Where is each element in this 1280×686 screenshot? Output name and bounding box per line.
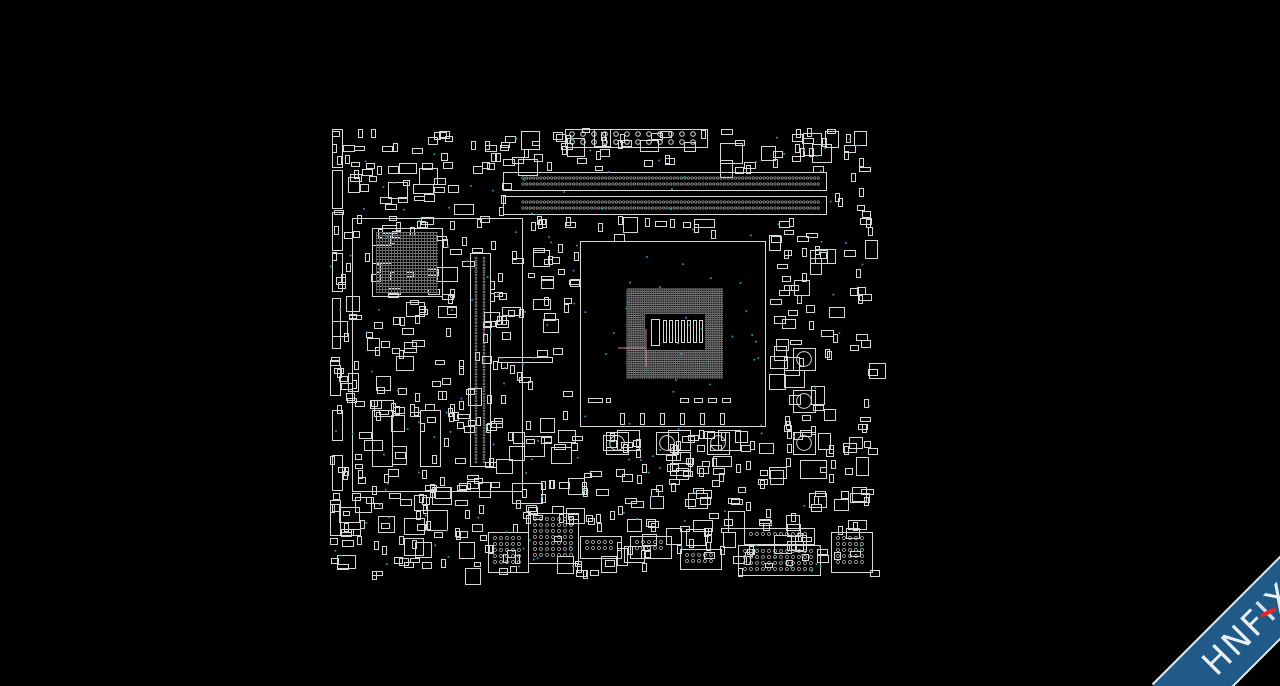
rear-io-port-3[interactable] — [580, 536, 622, 559]
component[interactable] — [378, 516, 395, 533]
watermark-text: HNFIX.VN — [1194, 528, 1280, 683]
pcie-slot[interactable] — [470, 253, 491, 467]
pin-header[interactable] — [330, 365, 341, 396]
dimm-slot-2[interactable] — [503, 196, 827, 215]
vrm-choke[interactable] — [793, 432, 816, 455]
vrm-choke[interactable] — [793, 348, 816, 371]
component[interactable] — [800, 460, 827, 479]
rear-io-port-6[interactable] — [738, 545, 821, 576]
pin-header[interactable] — [332, 410, 343, 441]
dimm-slot-1[interactable] — [503, 172, 827, 191]
rear-io-port-5[interactable] — [680, 549, 722, 570]
pin-header[interactable] — [332, 253, 343, 292]
pin-header[interactable] — [332, 455, 343, 491]
component[interactable] — [720, 143, 743, 164]
pin-header[interactable] — [332, 129, 343, 168]
watermark: HNFIX.VN — [1080, 480, 1280, 686]
component[interactable] — [540, 418, 555, 433]
cpu-socket[interactable] — [580, 241, 766, 427]
vrm-choke[interactable] — [793, 390, 816, 413]
chipset-pch[interactable] — [372, 228, 443, 297]
component[interactable] — [521, 131, 540, 150]
component[interactable] — [376, 376, 391, 391]
component[interactable] — [852, 487, 867, 502]
chipset-keepout[interactable] — [352, 218, 523, 492]
component[interactable] — [427, 510, 448, 531]
component[interactable] — [392, 446, 407, 465]
pin-header[interactable] — [332, 298, 341, 349]
rear-io-port-7[interactable] — [744, 528, 815, 545]
rear-io-port-4[interactable] — [630, 536, 672, 559]
pin-header[interactable] — [332, 212, 343, 251]
watermark-band: HNFIX.VN — [1151, 485, 1280, 686]
component[interactable] — [803, 133, 822, 156]
rear-io-port-8[interactable] — [831, 532, 873, 573]
pin-header[interactable] — [330, 500, 341, 536]
component[interactable] — [854, 131, 867, 146]
component[interactable] — [372, 410, 393, 467]
pin-header[interactable] — [332, 170, 343, 209]
vrm-choke[interactable] — [656, 432, 679, 455]
component[interactable] — [512, 483, 543, 504]
component[interactable] — [761, 146, 776, 161]
socket-center-pads[interactable] — [651, 319, 660, 346]
m2-slot[interactable] — [498, 357, 553, 363]
component[interactable] — [420, 410, 441, 467]
atx-power-connector[interactable] — [565, 129, 708, 148]
component[interactable] — [524, 436, 545, 457]
rear-io-port-2[interactable] — [528, 513, 579, 564]
component[interactable] — [568, 478, 585, 495]
